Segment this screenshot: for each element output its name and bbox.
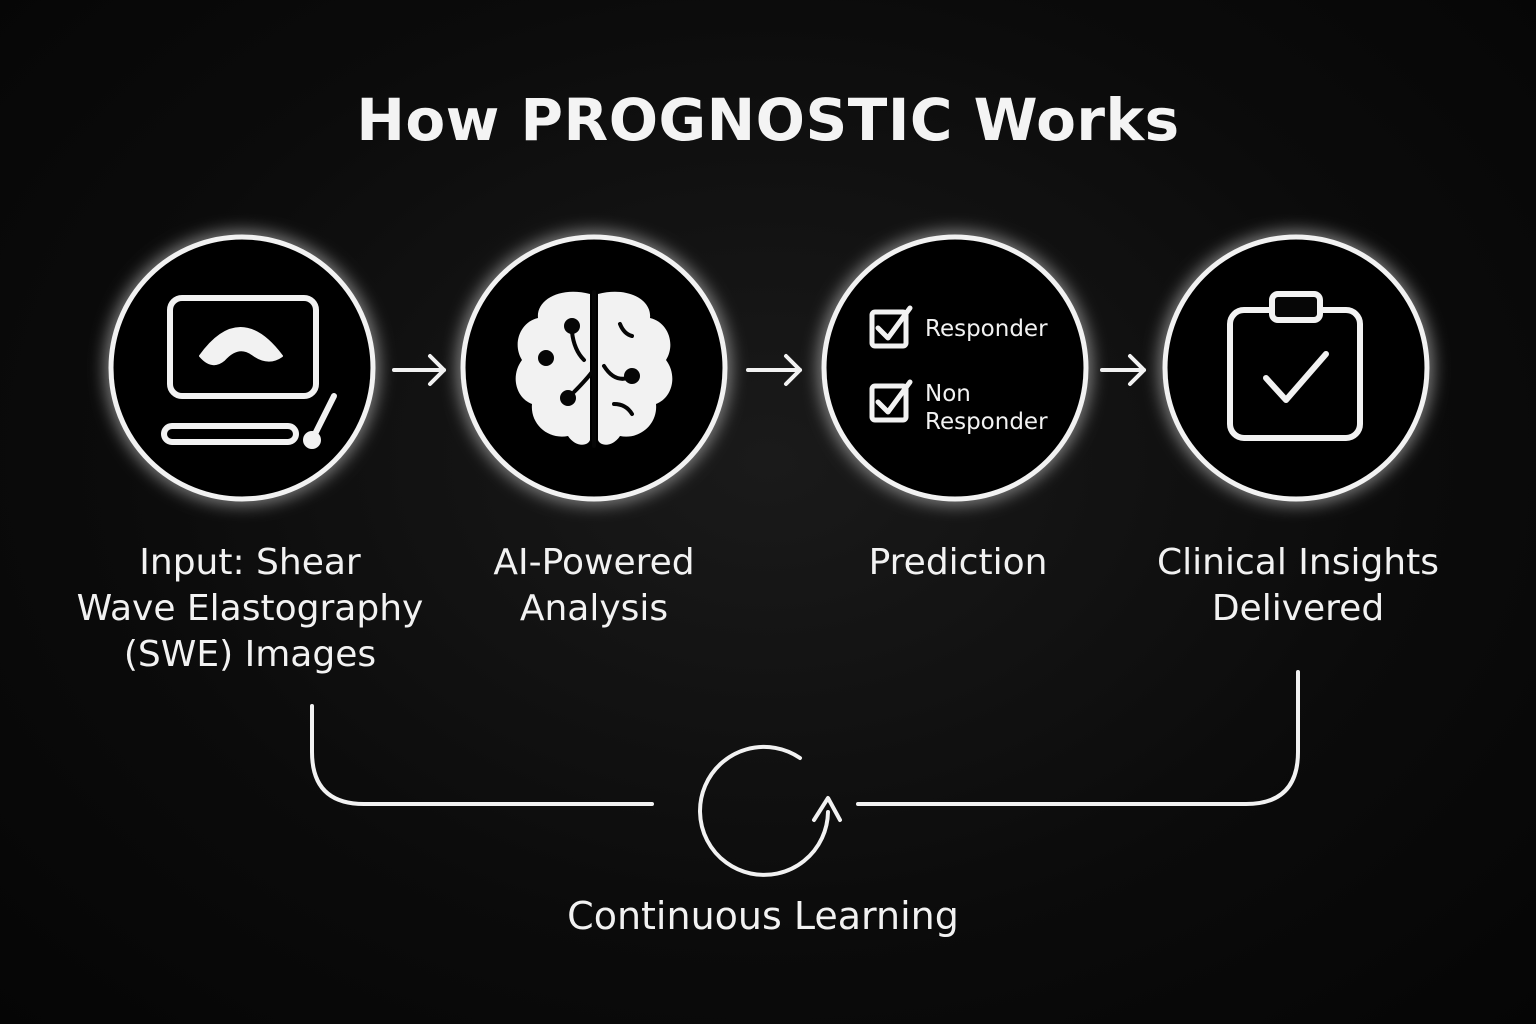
arrow-right-icon	[392, 354, 446, 386]
step-label-prediction: Prediction	[868, 542, 1048, 583]
step-circle-prediction	[821, 234, 1089, 502]
brain-icon	[515, 290, 673, 448]
step-circle-insights	[1162, 234, 1430, 502]
step-label-analysis: AI-Powered Analysis	[493, 542, 695, 629]
page-title: How PROGNOSTIC Works	[356, 86, 1180, 154]
clipboard-check-icon	[1227, 291, 1363, 441]
refresh-cycle-icon	[698, 744, 842, 877]
option-non-responder: Non Responder	[925, 381, 1048, 435]
arrow-right-icon	[1100, 354, 1146, 386]
loop-connector	[310, 670, 1300, 806]
arrow-right-icon	[746, 354, 802, 386]
step-label-input: Input: Shear Wave Elastography (SWE) Ima…	[76, 542, 424, 675]
ultrasound-machine-icon	[161, 295, 337, 449]
step-circle-input	[108, 234, 376, 502]
step-label-insights: Clinical Insights Delivered	[1157, 542, 1439, 629]
option-responder: Responder	[925, 316, 1048, 342]
checklist-icon	[869, 305, 913, 423]
loop-label: Continuous Learning	[567, 894, 959, 938]
